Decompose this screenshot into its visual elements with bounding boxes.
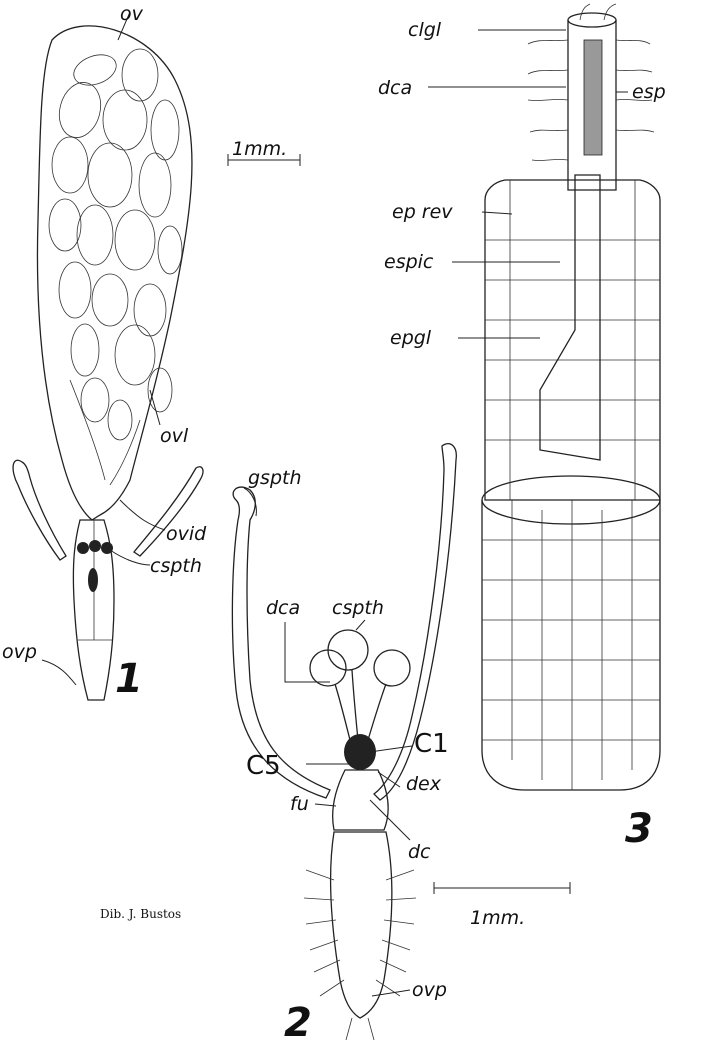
fig3-cylinder	[482, 500, 660, 790]
fig3-label-ep-rev: ep rev	[392, 201, 453, 223]
figure-3-drawing: clgl dca esp ep rev espic epgl 3	[378, 4, 666, 852]
fig1-oocytes	[49, 49, 182, 485]
fig3-label-dca: dca	[378, 77, 412, 99]
scale-bar-2: 1mm.	[434, 882, 570, 929]
fig1-left-gland	[13, 460, 66, 560]
fig3-label-clgl: clgl	[408, 19, 442, 41]
fig3-cutaway	[540, 175, 600, 460]
fig3-cell-mesh	[482, 500, 660, 790]
fig2-label-dex: dex	[406, 773, 442, 795]
figure-2-number: 2	[284, 1000, 312, 1043]
fig2-label-dca: dca	[266, 597, 300, 619]
fig2-label-dc: dc	[408, 841, 431, 863]
scale-bar-1: 1mm.	[228, 138, 300, 166]
fig1-label-cspth: cspth	[150, 555, 202, 577]
fig1-label-ovid: ovid	[166, 523, 207, 545]
fig2-label-fu: fu	[290, 793, 309, 815]
figure-3-number: 3	[625, 806, 653, 852]
scale-bar-2-label: 1mm.	[470, 907, 525, 929]
fig2-spermathecae	[310, 630, 410, 740]
fig2-ovipositor	[331, 832, 392, 1018]
fig3-epithelium	[485, 180, 660, 500]
fig3-label-esp: esp	[632, 81, 666, 103]
illustrator-credit: Dib. J. Bustos	[100, 907, 181, 921]
figure-1-drawing: ov ovl ovid cspth ovp 1	[2, 3, 207, 702]
figure-2-drawing: gspth dca cspth C1 dex C5 fu dc ovp 2	[232, 444, 456, 1043]
fig3-sperm-mass	[584, 40, 602, 155]
fig1-label-ovp: ovp	[2, 641, 37, 663]
figure-1-number: 1	[115, 656, 143, 702]
fig2-leaders	[244, 488, 412, 996]
fig3-epithelial-cells	[485, 180, 660, 500]
fig2-label-c5: C5	[246, 751, 281, 781]
fig2-label-gspth: gspth	[248, 467, 302, 489]
fig3-label-epgl: epgl	[390, 327, 432, 349]
fig2-label-c1: C1	[414, 729, 449, 759]
fig1-spermathecae	[77, 540, 113, 592]
scale-bar-1-label: 1mm.	[232, 138, 287, 160]
fig3-label-espic: espic	[384, 251, 434, 273]
fig2-label-ovp: ovp	[412, 979, 447, 1001]
fig1-label-ov: ov	[120, 3, 144, 25]
fig1-label-ovl: ovl	[160, 425, 189, 447]
fig2-setae	[304, 870, 416, 1040]
fig2-label-cspth: cspth	[332, 597, 384, 619]
